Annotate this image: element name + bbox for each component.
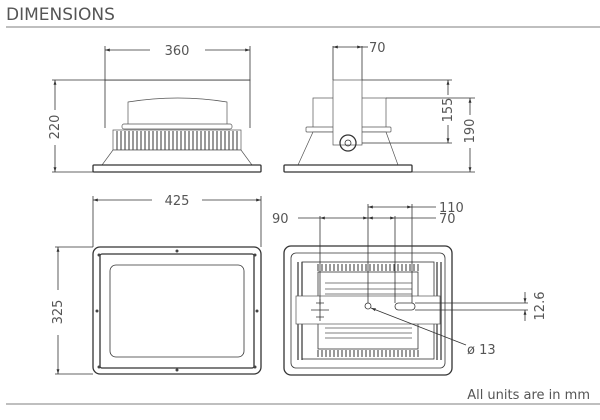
rear-slot-height-label: 12.6 (533, 292, 548, 321)
front-height-label: 220 (48, 115, 63, 140)
side-height-total-label: 190 (463, 119, 478, 144)
rear-slot-span-label: 110 (439, 201, 464, 216)
page-title: DIMENSIONS (6, 5, 115, 25)
rear-hole-diameter-label: ø 13 (467, 343, 496, 358)
bottom-view: 425 325 (51, 194, 262, 375)
side-view: 70 155 190 (283, 41, 478, 173)
front-view: 360 220 (48, 44, 262, 173)
side-height-bracket-label: 155 (441, 98, 456, 123)
bottom-width-label: 425 (165, 194, 190, 209)
side-bracket-width-label: 70 (369, 41, 386, 56)
rear-offset-left-label: 90 (272, 212, 289, 227)
rear-offset-right-label: 70 (439, 212, 456, 227)
rear-view: 90 70 110 12.6 ø 13 (272, 201, 548, 376)
bottom-height-label: 325 (51, 300, 66, 325)
front-width-label: 360 (165, 44, 190, 59)
units-note: All units are in mm (467, 388, 590, 403)
